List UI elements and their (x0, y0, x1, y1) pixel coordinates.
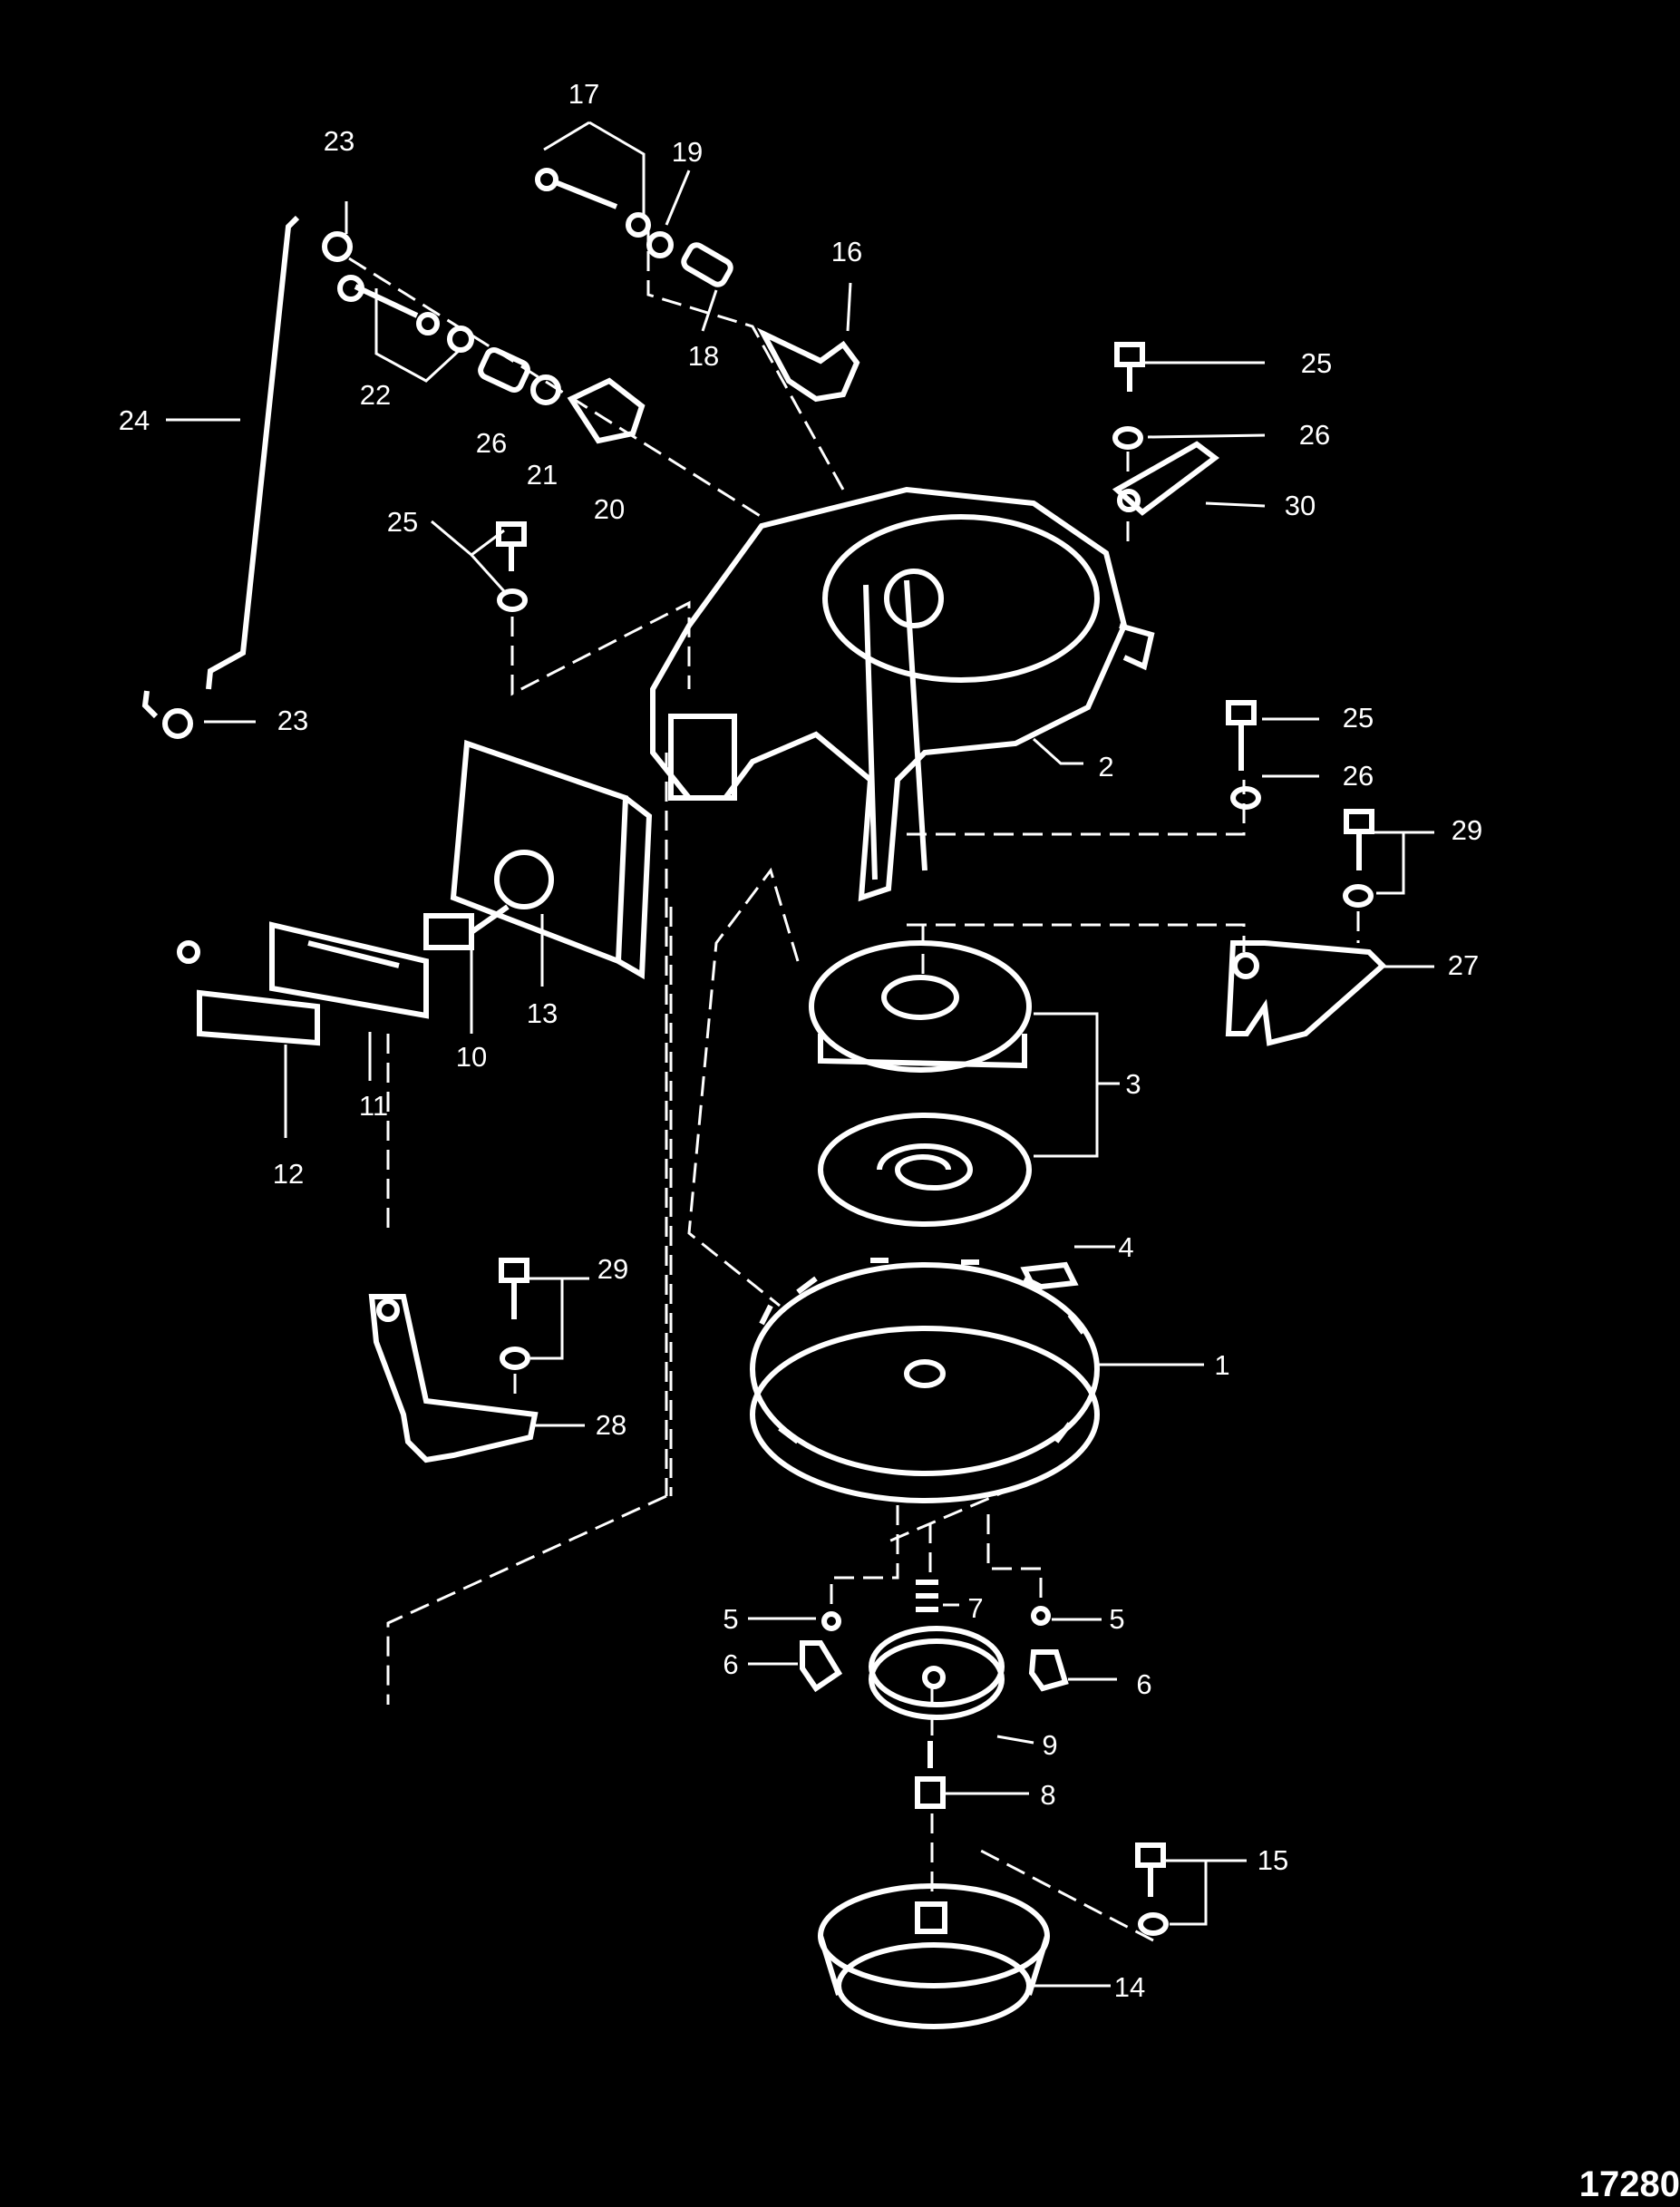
callout-8: 8 (1040, 1779, 1055, 1811)
screw-25-left (496, 521, 528, 612)
callout-7: 7 (967, 1592, 983, 1624)
arm-30 (1112, 441, 1219, 516)
starter-housing-2 (650, 486, 1155, 902)
arm-28 (368, 1294, 539, 1463)
callout-15: 15 (1258, 1844, 1288, 1876)
callout-12: 12 (273, 1158, 304, 1190)
handle-11 (269, 921, 429, 1019)
cover-13 (450, 739, 653, 980)
nut-21 (530, 374, 561, 405)
callout-14: 14 (1114, 1971, 1145, 2003)
callout-2: 2 (1098, 751, 1113, 783)
clip-23-top (322, 231, 353, 262)
callout-29-right: 29 (1452, 814, 1482, 846)
sleeve-26 (478, 346, 530, 394)
pawl-6-right (1028, 1649, 1069, 1692)
callout-5-left: 5 (723, 1603, 738, 1635)
spring-5-right (1031, 1606, 1051, 1626)
link-rod-24 (141, 215, 300, 719)
lever-16 (757, 327, 860, 403)
spring-cover-3 (809, 940, 1032, 1073)
callout-30: 30 (1285, 490, 1316, 521)
callout-1: 1 (1214, 1349, 1229, 1381)
callout-24: 24 (119, 404, 150, 436)
callout-4: 4 (1118, 1231, 1133, 1263)
assembly-lines (348, 222, 1360, 1942)
callout-13: 13 (527, 997, 558, 1029)
callout-23-top: 23 (324, 125, 354, 157)
screw-17 (535, 168, 674, 258)
screw-15 (1135, 1842, 1169, 1936)
figure-number: 17280 (1579, 2164, 1680, 2202)
callout-11: 11 (359, 1090, 388, 1122)
screw-25-top (1114, 342, 1145, 392)
callout-21: 21 (527, 459, 558, 491)
bracket-12 (177, 940, 320, 1046)
callout-19: 19 (672, 136, 703, 168)
cup-14 (818, 1883, 1050, 2029)
clip-23-bottom (162, 708, 193, 739)
callout-25-right: 25 (1343, 702, 1374, 734)
screw-29-left (499, 1258, 530, 1370)
cam-20 (567, 377, 646, 444)
recoil-spring-3 (818, 1113, 1032, 1227)
callout-6-right: 6 (1136, 1668, 1151, 1700)
callout-10: 10 (456, 1041, 487, 1073)
pin-18 (681, 242, 733, 287)
washer-26-top (1112, 426, 1143, 450)
callout-17: 17 (568, 78, 599, 110)
callout-22: 22 (360, 379, 391, 411)
screw-29-right (1343, 809, 1374, 908)
pawl-6-left (800, 1640, 843, 1693)
callout-26-top: 26 (1299, 419, 1330, 451)
callout-9: 9 (1042, 1729, 1057, 1761)
arm-27 (1225, 940, 1387, 1046)
spring-5-left (821, 1611, 841, 1631)
callout-25-left: 25 (387, 506, 418, 538)
callout-6-left: 6 (723, 1648, 738, 1680)
leader-lines (166, 121, 1434, 1988)
callout-18: 18 (688, 340, 719, 372)
callout-23-bottom: 23 (277, 705, 308, 736)
retainer-9 (869, 1626, 1005, 1720)
screw-25-right (1226, 700, 1261, 810)
callout-5-right: 5 (1109, 1603, 1124, 1635)
spring-7 (916, 1580, 938, 1612)
callout-26-right: 26 (1343, 760, 1374, 792)
callout-25-top: 25 (1301, 347, 1332, 379)
callout-29-left: 29 (597, 1253, 628, 1285)
callout-20: 20 (594, 493, 625, 525)
knob-10 (423, 904, 510, 950)
callout-27: 27 (1448, 949, 1479, 981)
callout-labels: 17 19 23 16 18 22 26 21 20 24 25 26 30 2… (119, 78, 1680, 2204)
screw-22 (337, 275, 474, 353)
pawl-4 (1020, 1261, 1079, 1291)
callout-26-upper: 26 (476, 427, 507, 459)
callout-28: 28 (596, 1409, 626, 1441)
callout-16: 16 (831, 236, 862, 267)
callout-3: 3 (1125, 1068, 1141, 1100)
screw-8 (915, 1741, 946, 1809)
pulley-1 (750, 1258, 1100, 1503)
